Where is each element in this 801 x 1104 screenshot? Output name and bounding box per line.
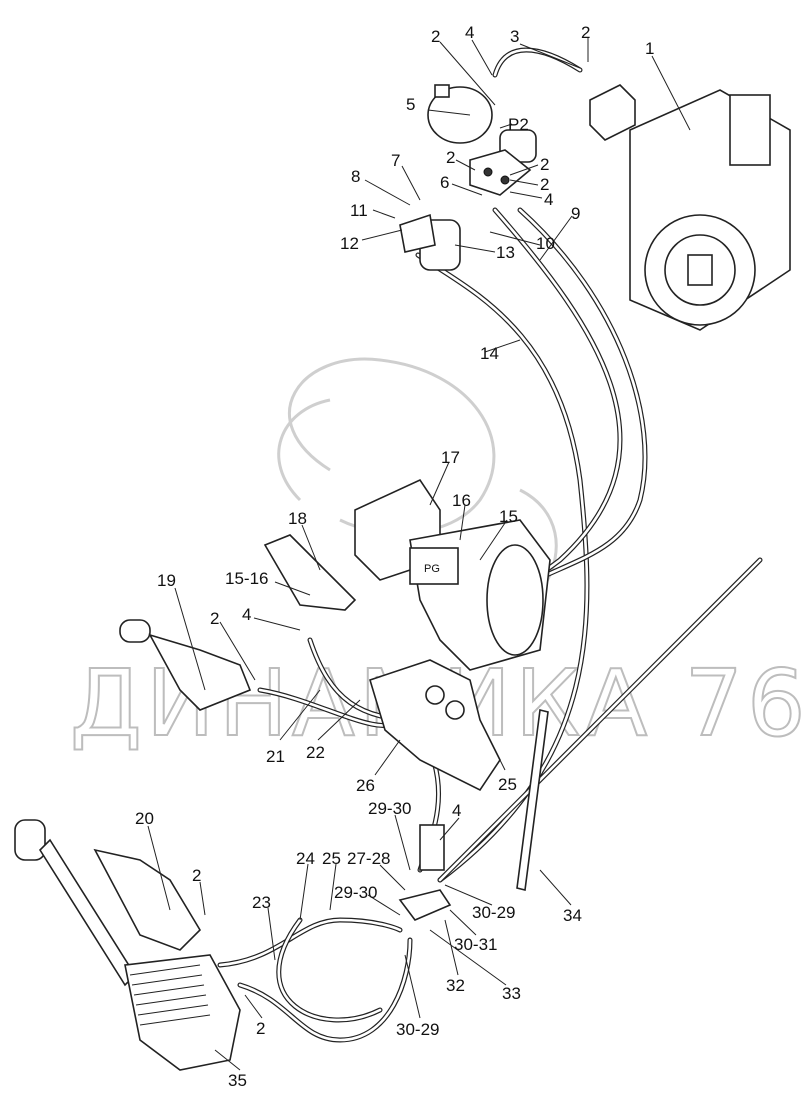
callout: 2 (540, 175, 549, 194)
callout: 17 (441, 448, 460, 467)
callout: P2 (508, 115, 529, 134)
callout: 30-31 (454, 935, 497, 954)
callout: 13 (496, 243, 515, 262)
callout: 19 (157, 571, 176, 590)
callout: 29-30 (368, 799, 411, 818)
callout: 4 (452, 801, 461, 820)
callout: 21 (266, 747, 285, 766)
callout: 30-29 (472, 903, 515, 922)
strap-34 (516, 709, 549, 891)
callout: 8 (351, 167, 360, 186)
hoses (217, 47, 763, 1043)
callout: 2 (581, 23, 590, 42)
callout: 15-16 (225, 569, 268, 588)
callout: 2 (431, 27, 440, 46)
bracket-18 (263, 534, 357, 611)
callout: 2 (446, 148, 455, 167)
callout: 10 (536, 234, 555, 253)
callout: 12 (340, 234, 359, 253)
callout: 2 (192, 866, 201, 885)
callout: 1 (645, 39, 654, 58)
joystick-20-and-pedal-35 (14, 819, 241, 1071)
callout: 18 (288, 509, 307, 528)
pump-1 (589, 84, 791, 331)
callout: 23 (252, 893, 271, 912)
callout: 4 (544, 190, 553, 209)
distribution-block-27-28 (398, 824, 452, 921)
leader-lines (147, 38, 691, 1071)
callout: 2 (210, 609, 219, 628)
callout: 4 (465, 23, 474, 42)
motor-tag: PG (424, 563, 440, 575)
callout: 27-28 (347, 849, 390, 868)
callout-labels: 1 2 4 3 2 5 P2 2 2 2 6 4 7 8 9 10 11 12 … (135, 23, 654, 1090)
callout: 2 (256, 1019, 265, 1038)
callout: 30-29 (396, 1020, 439, 1039)
callout: 32 (446, 976, 465, 995)
callout: 34 (563, 906, 582, 925)
valve-block-p2 (469, 149, 532, 196)
callout: 3 (510, 27, 519, 46)
steering-unit-17: PG (354, 478, 551, 671)
callout: 6 (440, 173, 449, 192)
callout: 26 (356, 776, 375, 795)
callout: 4 (242, 605, 251, 624)
callout: 29-30 (334, 883, 377, 902)
filter-13 (399, 213, 461, 271)
callout: 35 (228, 1071, 247, 1090)
callout: 33 (502, 984, 521, 1003)
callout: 9 (571, 204, 580, 223)
callout: 25 (498, 775, 517, 794)
callout: 5 (406, 95, 415, 114)
callout: 15 (499, 507, 518, 526)
callout: 7 (391, 151, 400, 170)
callout: 20 (135, 809, 154, 828)
callout: 25 (322, 849, 341, 868)
callout: 22 (306, 743, 325, 762)
callout: 16 (452, 491, 471, 510)
callout: 14 (480, 344, 499, 363)
control-valve-26 (369, 659, 501, 792)
callout: 2 (540, 155, 549, 174)
callout: 24 (296, 849, 315, 868)
callout: 11 (350, 201, 368, 220)
